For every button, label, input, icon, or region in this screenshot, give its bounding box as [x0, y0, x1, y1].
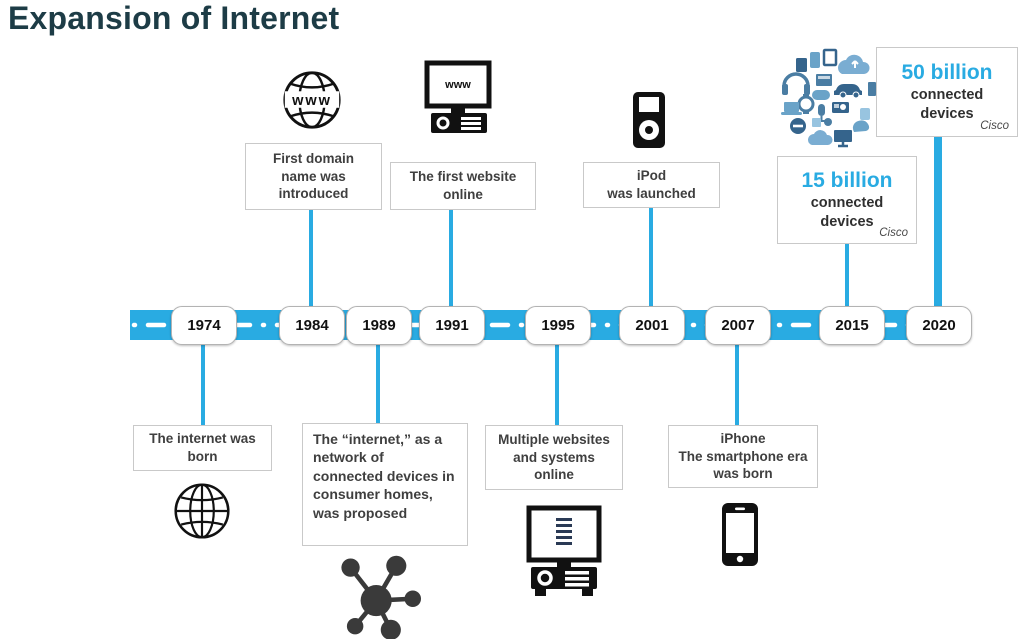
smartphone-icon [722, 503, 758, 571]
source-cisco-2015: Cisco [879, 227, 908, 239]
year-pill-2007: 2007 [705, 306, 771, 345]
year-pill-1995: 1995 [525, 306, 591, 345]
billion-label-2015: connected devices [810, 195, 884, 230]
event-box-2015: 15 billion connected devices Cisco [777, 156, 917, 244]
year-label: 1991 [435, 317, 469, 334]
network-hub-icon [332, 553, 424, 640]
year-label: 1984 [295, 317, 329, 334]
event-box-2020: 50 billion connected devices Cisco [876, 47, 1018, 137]
year-label: 1974 [187, 317, 221, 334]
connector-2007 [735, 340, 739, 425]
event-text-2007-line1: iPhone [720, 430, 766, 446]
year-label: 1989 [362, 317, 396, 334]
event-text-2001-line1: iPod [636, 168, 667, 184]
event-box-1991: The first website online [390, 162, 536, 210]
connector-2015 [845, 243, 849, 310]
page-title: Expansion of Internet [8, 0, 340, 36]
svg-text:www: www [291, 93, 332, 109]
billion-value-2015: 15 billion [801, 169, 893, 193]
event-text-1995: Multiple websites and systems online [498, 431, 610, 483]
event-text-1974: The internet was born [149, 431, 256, 464]
year-pill-1974: 1974 [171, 306, 237, 345]
event-box-1995: Multiple websites and systems online [485, 425, 623, 490]
year-label: 2015 [835, 317, 869, 334]
svg-text:www: www [444, 79, 471, 91]
event-text-1989: The “internet,” as a network of connecte… [313, 431, 455, 521]
connector-2001 [649, 206, 653, 310]
billion-value-2020: 50 billion [901, 61, 993, 85]
desktop-computer-icon [520, 504, 608, 609]
event-box-1974: The internet was born [133, 425, 272, 471]
connector-1995 [555, 340, 559, 425]
event-text-2007-line2: The smartphone era was born [678, 448, 808, 482]
year-pill-2020: 2020 [906, 306, 972, 345]
www-globe-icon: www [280, 68, 344, 137]
source-cisco-2020: Cisco [980, 120, 1009, 132]
year-label: 2007 [721, 317, 755, 334]
year-label: 1995 [541, 317, 575, 334]
billion-label-2020: connected devices [910, 87, 984, 122]
globe-icon [173, 482, 231, 545]
connector-1974 [201, 340, 205, 426]
ipod-icon [633, 92, 665, 153]
event-text-1984: First domain name was introduced [272, 150, 354, 202]
event-text-1991: The first website online [409, 169, 517, 202]
connector-2020 [934, 136, 942, 310]
desktop-www-icon: www [420, 60, 498, 143]
year-pill-2015: 2015 [819, 306, 885, 345]
event-text-2001-line2: was launched [607, 186, 696, 201]
connector-1991 [449, 209, 453, 310]
event-box-1989: The “internet,” as a network of connecte… [302, 423, 468, 546]
event-box-1984: First domain name was introduced [245, 143, 382, 210]
year-pill-1984: 1984 [279, 306, 345, 345]
year-label: 2020 [922, 317, 956, 334]
event-box-2007: iPhone The smartphone era was born [668, 425, 818, 488]
year-pill-1991: 1991 [419, 306, 485, 345]
year-pill-1989: 1989 [346, 306, 412, 345]
connector-1989 [376, 340, 380, 424]
event-box-2001: iPod was launched [583, 162, 720, 208]
year-label: 2001 [635, 317, 669, 334]
connector-1984 [309, 209, 313, 310]
iot-devices-cluster-icon [776, 46, 885, 159]
year-pill-2001: 2001 [619, 306, 685, 345]
